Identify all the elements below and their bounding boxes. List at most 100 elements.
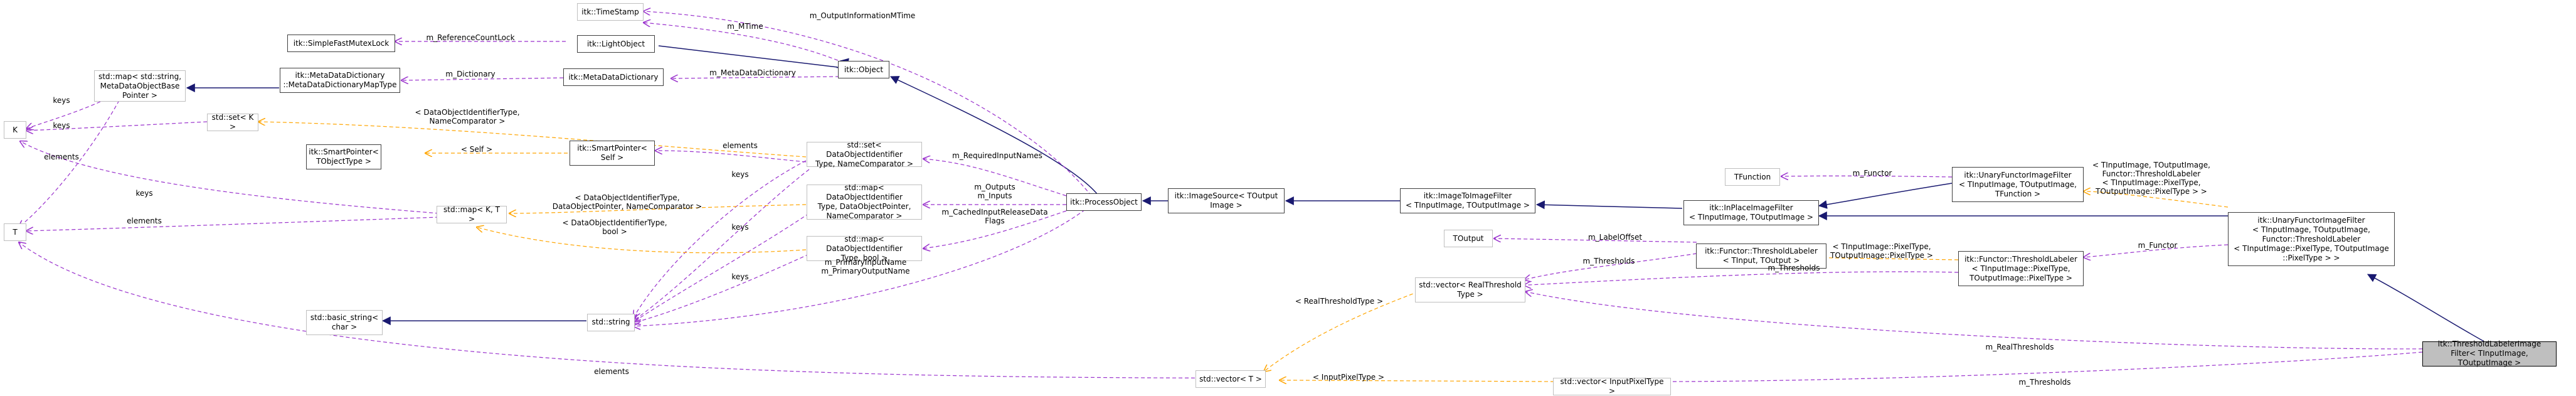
node-itk-in-place-image-filter[interactable]: itk::InPlaceImageFilter < TInputImage, T… (1683, 200, 1819, 225)
node-t[interactable]: T (4, 223, 26, 241)
edge-template-map-bool (477, 227, 807, 254)
node-std-vector-input-pixel-type[interactable]: std::vector< InputPixelType > (1553, 377, 1671, 396)
edge-unarytfunction-to-inplace (1818, 183, 1953, 209)
label-m-meta-data-dictionary: m_MetaDataDictionary (709, 68, 796, 77)
node-tfunction[interactable]: TFunction (1725, 168, 1780, 186)
edge-elements-vector-t (19, 242, 1195, 378)
edge-elements-mapstring-t (19, 100, 120, 227)
label-elements-vector-t: elements (594, 367, 629, 376)
edge-keys-setk-k (26, 121, 208, 131)
node-itk-time-stamp[interactable]: itk::TimeStamp (577, 3, 644, 21)
node-itk-image-source[interactable]: itk::ImageSource< TOutput Image > (1168, 188, 1285, 213)
label-m-cached-input-release-data-flags: m_CachedInputReleaseData Flags (941, 208, 1048, 225)
edge-thresholdlabeler-to-unarythreshold (2367, 274, 2484, 342)
node-std-map-k-t[interactable]: std::map< K, T > (437, 205, 507, 223)
label-keys-map-k-t: keys (135, 189, 153, 198)
node-itk-object[interactable]: itk::Object (838, 61, 889, 78)
edge-template-labeler (1795, 257, 1959, 260)
node-itk-process-object[interactable]: itk::ProcessObject (1066, 193, 1142, 211)
edge-template-unary (2084, 191, 2229, 208)
edge-mtime (644, 23, 844, 63)
label-m-outputs-inputs: m_Outputs m_Inputs (974, 183, 1015, 200)
label-real-threshold-type: < RealThresholdType > (1295, 297, 1384, 306)
label-m-thresholds-vector-input: m_Thresholds (2018, 378, 2071, 387)
node-k[interactable]: K (4, 121, 26, 139)
label-keys-set-k: keys (53, 121, 70, 130)
edge-template-input-pixel (1280, 380, 1555, 382)
edge-label-offset (1494, 238, 1697, 243)
node-itk-functor-threshold-labeler-toutput[interactable]: itk::Functor::ThresholdLabeler < TInput,… (1696, 243, 1826, 269)
edge-functor-threshold (2084, 244, 2229, 257)
label-set-dataobject-template: < DataObjectIdentifierType, NameComparat… (415, 108, 520, 126)
node-toutput[interactable]: TOutput (1444, 230, 1493, 247)
label-keys-set-dataobject: keys (731, 170, 749, 179)
edge-template-real-threshold (1264, 291, 1419, 372)
node-itk-functor-threshold-labeler-pixel[interactable]: itk::Functor::ThresholdLabeler < TInputI… (1958, 251, 2084, 286)
node-std-basic-string[interactable]: std::basic_string< char > (306, 309, 383, 335)
node-itk-image-to-image-filter[interactable]: itk::ImageToImageFilter < TInputImage, T… (1400, 188, 1535, 213)
edge-real-thresholds (1525, 292, 2423, 350)
edge-template-map-pointer (509, 204, 807, 213)
edge-functor-tfunction (1781, 176, 1953, 177)
label-map-bool-template: < DataObjectIdentifierType, bool > (562, 218, 667, 236)
node-itk-threshold-labeler-image-filter[interactable]: itk::ThresholdLabelerImage Filter< TInpu… (2422, 340, 2557, 367)
edge-keys-mapdataobject-string (633, 213, 810, 322)
label-m-functor-threshold: m_Functor (2138, 241, 2178, 250)
node-std-map-dataobject-pointer[interactable]: std::map< DataObjectIdentifier Type, Dat… (807, 183, 922, 220)
label-keys-map-string: keys (53, 96, 70, 105)
node-itk-light-object[interactable]: itk::LightObject (577, 35, 655, 53)
label-m-label-offset: m_LabelOffset (1587, 233, 1643, 242)
edge-thresholds-vector-input (1663, 351, 2423, 382)
label-m-dictionary: m_Dictionary (445, 70, 496, 78)
node-itk-unary-functor-image-filter-tfunction[interactable]: itk::UnaryFunctorImageFilter < TInputIma… (1952, 167, 2084, 202)
label-m-real-thresholds: m_RealThresholds (1985, 343, 2054, 352)
edge-thresholds-toutput (1524, 253, 1697, 280)
edge-processobject-to-object (889, 76, 1098, 195)
edge-smartpointer-self (655, 151, 807, 163)
label-m-mtime: m_MTime (727, 22, 763, 31)
node-std-map-dataobject-bool[interactable]: std::map< DataObjectIdentifier Type, boo… (807, 235, 922, 262)
edge-keys-mapstring-k (26, 101, 101, 129)
label-input-pixel-type: < InputPixelType > (1312, 373, 1385, 382)
collaboration-diagram (0, 0, 2484, 384)
label-elements-map-k-t: elements (127, 217, 162, 225)
node-itk-meta-data-dictionary[interactable]: itk::MetaDataDictionary (563, 68, 664, 86)
label-m-primary-names: m_PrimaryInputName m_PrimaryOutputName (821, 258, 910, 276)
node-std-vector-real-threshold[interactable]: std::vector< RealThreshold Type > (1415, 277, 1525, 303)
node-std-vector-t[interactable]: std::vector< T > (1195, 370, 1266, 388)
edge-keys-mapbool-string (633, 254, 810, 323)
label-m-reference-count-lock: m_ReferenceCountLock (426, 33, 515, 42)
label-self-template: < Self > (460, 145, 493, 154)
label-m-functor-tfunction: m_Functor (1852, 169, 1892, 178)
edge-inplace-to-imagetoimage (1535, 200, 1683, 210)
node-std-set-k[interactable]: std::set< K > (207, 113, 258, 131)
edge-object-to-lightobject (658, 45, 838, 68)
label-elements-map-string: elements (44, 153, 79, 161)
edge-dictionary (401, 78, 564, 80)
label-m-required-input-names: m_RequiredInputNames (952, 151, 1042, 160)
edge-output-info-mtime (644, 11, 1092, 196)
edge-meta-data-dictionary (671, 77, 840, 78)
label-labeler-template: < TInputImage::PixelType, TOutputImage::… (1830, 242, 1933, 260)
label-m-thresholds-toutput: m_Thresholds (1582, 257, 1635, 265)
label-m-output-information-mtime: m_OutputInformationMTime (809, 11, 916, 20)
node-itk-simple-fast-mutex-lock[interactable]: itk::SimpleFastMutexLock (287, 35, 395, 52)
node-itk-meta-data-dictionary-map-type[interactable]: itk::MetaDataDictionary ::MetaDataDictio… (280, 68, 400, 93)
node-std-string[interactable]: std::string (587, 313, 635, 331)
node-itk-smart-pointer-self[interactable]: itk::SmartPointer< Self > (570, 141, 655, 166)
label-keys-map-dataobject: keys (731, 223, 749, 232)
edge-elements-mapkt-t (26, 217, 440, 231)
edge-elements-setdataobject-string (633, 160, 807, 318)
label-elements-set-dataobject: elements (723, 141, 758, 150)
node-std-map-string-pointer[interactable]: std::map< std::string, MetaDataObjectBas… (94, 70, 186, 102)
edge-keys-mapkt-k (20, 141, 440, 214)
label-unary-template: < TInputImage, TOutputImage, Functor::Th… (2092, 161, 2210, 196)
edge-keys-setdataobject-string (633, 169, 810, 321)
node-itk-unary-functor-image-filter-threshold[interactable]: itk::UnaryFunctorImageFilter < TInputIma… (2228, 212, 2395, 266)
node-std-set-dataobject-identifier[interactable]: std::set< DataObjectIdentifier Type, Nam… (807, 141, 922, 168)
node-itk-smart-pointer-objecttype[interactable]: itk::SmartPointer< TObjectType > (306, 144, 381, 169)
label-keys-map-bool: keys (731, 272, 749, 281)
label-map-pointer-template: < DataObjectIdentifierType, DataObjectPo… (552, 193, 702, 211)
label-m-thresholds-pixel: m_Thresholds (1768, 263, 1820, 272)
edge-thresholds-pixel (1524, 271, 1959, 285)
